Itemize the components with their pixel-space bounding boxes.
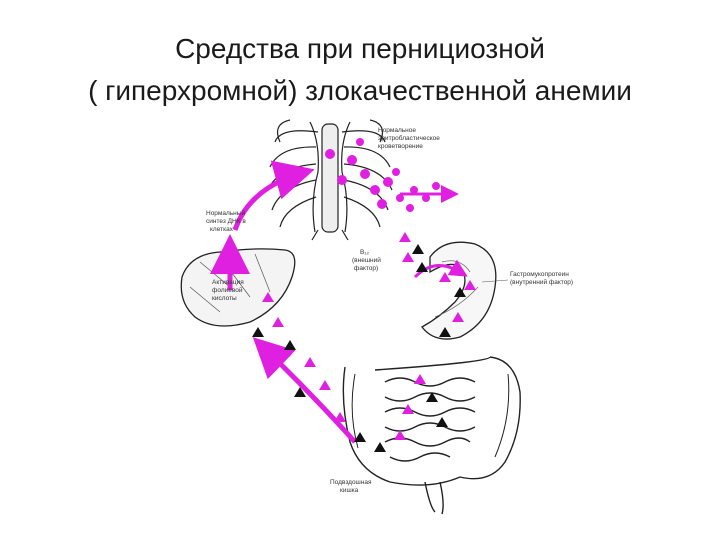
b12-triangles — [252, 232, 476, 452]
label-hematopoiesis-2: эритробластическое — [378, 134, 440, 142]
label-gastro-1: Гастромукопротеин — [510, 271, 569, 278]
label-hematopoiesis-1: Нормальное — [378, 127, 416, 134]
title-line-1: Средства при пернициозной — [175, 33, 545, 64]
label-ileum-1: Подвздошная — [330, 479, 372, 486]
label-dna-1: Нормальный — [206, 209, 245, 217]
label-ileum-2: кишка — [340, 487, 359, 494]
label-b12-3: фактор) — [354, 265, 378, 272]
label-folic-1: Активация — [212, 279, 244, 286]
title-line-2: ( гиперхромной) злокачественной анемии — [88, 75, 632, 106]
label-dna-2: синтез ДНК в — [206, 218, 246, 225]
label-b12-2: (внешний — [352, 256, 381, 264]
slide-title: Средства при пернициозной ( гиперхромной… — [0, 28, 720, 112]
label-folic-2: фолиевой — [212, 286, 243, 294]
flow-arrows — [210, 160, 468, 444]
label-dna-3: клетках — [210, 226, 234, 233]
intestine-illustration — [342, 356, 521, 515]
label-gastro-2: (внутренний фактор) — [510, 278, 573, 286]
anemia-diagram: Нормальное эритробластическое кроветворе… — [180, 119, 573, 515]
arrow-to-marrow — [232, 160, 315, 231]
label-hematopoiesis-3: кроветворение — [378, 143, 423, 150]
annotation-labels: Нормальное эритробластическое кроветворе… — [206, 127, 573, 494]
label-b12-1: B₁₂ — [360, 249, 370, 256]
liver-illustration — [180, 248, 296, 327]
erythrocyte-dots — [325, 138, 440, 212]
arrow-ileum-to-liver — [252, 337, 357, 444]
arrow-b12-to-stomach — [413, 259, 468, 279]
label-folic-3: кислоты — [212, 295, 237, 302]
